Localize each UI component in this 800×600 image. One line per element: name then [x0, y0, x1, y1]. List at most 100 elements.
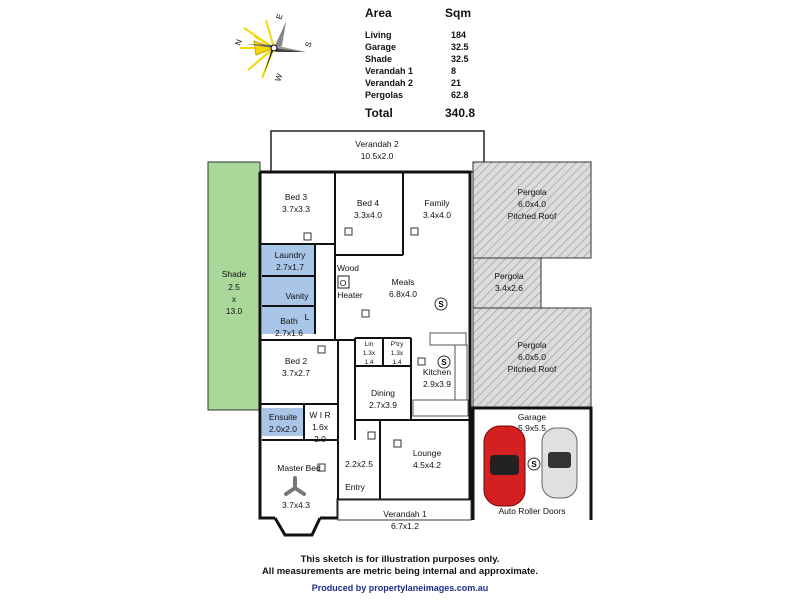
ceiling-fan-icon: [284, 476, 306, 496]
pergola3-roof: Pitched Roof: [508, 364, 557, 374]
wir-name: W I R: [309, 410, 330, 420]
pergola-2: [472, 257, 542, 309]
laundry-dims: 2.7x1.7: [276, 262, 304, 272]
lin-name: Lin: [365, 341, 374, 348]
laundry-name: Laundry: [275, 250, 306, 260]
compass: E N S W: [233, 13, 313, 83]
shade-name: Shade: [222, 269, 247, 279]
vanity-name: Vanity: [286, 291, 310, 301]
garage-doors: Auto Roller Doors: [498, 506, 565, 516]
family-name: Family: [424, 198, 450, 208]
family-dims: 3.4x4.0: [423, 210, 451, 220]
bath-dims: 2.7x1.6: [275, 328, 303, 338]
verandah-2: [270, 130, 485, 173]
disclaimer-line-2: All measurements are metric being intern…: [261, 566, 539, 577]
credit-line: Produced by propertylaneimages.com.au: [311, 583, 489, 593]
garage-dims: 5.9x5.5: [518, 423, 546, 433]
verandah1-dims: 6.7x1.2: [391, 521, 419, 531]
wet-area-laundry-bath: [262, 244, 315, 334]
smoke-alarm-garage: S: [531, 460, 537, 469]
meals-dims: 6.8x4.0: [389, 289, 417, 299]
verandah2-name: Verandah 2: [355, 139, 399, 149]
compass-w: W: [273, 72, 284, 83]
pantry-dims2: 1.4: [392, 359, 401, 366]
pergola3-dims: 6.0x5.0: [518, 352, 546, 362]
ensuite-name: Ensuite: [269, 412, 298, 422]
red-car-windscreen: [490, 455, 519, 475]
pergola3-name: Pergola: [517, 340, 547, 350]
verandah-1: [337, 499, 472, 521]
pergola1-roof: Pitched Roof: [508, 211, 557, 221]
wir-d2: 2.0: [314, 434, 326, 444]
pantry-name: P'try: [391, 341, 405, 348]
hall-dims: 2.2x2.5: [345, 459, 373, 469]
disclaimer-line-1: This sketch is for illustration purposes…: [300, 554, 500, 565]
compass-n: N: [233, 38, 244, 47]
kitchen-name: Kitchen: [423, 367, 452, 377]
bath-name: Bath: [280, 316, 298, 326]
heater-o: O: [340, 278, 347, 288]
ensuite-dims: 2.0x2.0: [269, 424, 297, 434]
shade-d2: 13.0: [226, 306, 243, 316]
light-fittings: [303, 227, 426, 472]
white-car-windscreen: [548, 452, 571, 468]
bed2-dims: 3.7x2.7: [282, 368, 310, 378]
pergola2-name: Pergola: [494, 271, 524, 281]
bay-window: [273, 517, 322, 537]
kitchen-counter: [429, 332, 467, 346]
bed3-dims: 3.7x3.3: [282, 204, 310, 214]
pergola1-name: Pergola: [517, 187, 547, 197]
area-header: Area: [365, 6, 392, 20]
garage-name: Garage: [518, 412, 547, 422]
smoke-alarms: [434, 297, 541, 471]
lin-dims2: 1.4: [364, 359, 373, 366]
linen-l: L: [305, 312, 310, 322]
kitchen-bench: [412, 399, 469, 417]
shade-area: [207, 161, 261, 411]
verandah2-dims: 10.5x2.0: [361, 151, 394, 161]
bed2-name: Bed 2: [285, 356, 307, 366]
kitchen-dims: 2.9x3.9: [423, 379, 451, 389]
wood-label: Wood: [337, 263, 359, 273]
wet-area-ensuite: [262, 408, 304, 436]
shade-x: x: [232, 294, 237, 304]
wood-heater-icon: [337, 275, 350, 289]
pergola1-dims: 6.0x4.0: [518, 199, 546, 209]
bed3-name: Bed 3: [285, 192, 307, 202]
dining-dims: 2.7x3.9: [369, 400, 397, 410]
smoke-alarm-kitchen: S: [441, 358, 447, 367]
smoke-alarm-meals: S: [438, 300, 444, 309]
verandah1-name: Verandah 1: [383, 509, 427, 519]
compass-rose-icon: [240, 19, 306, 79]
pergola-1: [472, 161, 592, 259]
lounge-dims: 4.5x4.2: [413, 460, 441, 470]
pergola-3: [472, 307, 592, 409]
shade-d1: 2.5: [228, 282, 240, 292]
compass-e: E: [274, 13, 284, 21]
wir-d1: 1.6x: [312, 422, 329, 432]
compass-s: S: [303, 41, 313, 49]
master-dims: 3.7x4.3: [282, 500, 310, 510]
pergola2-dims: 3.4x2.6: [495, 283, 523, 293]
bed4-name: Bed 4: [357, 198, 379, 208]
dining-name: Dining: [371, 388, 395, 398]
sqm-header: Sqm: [445, 6, 472, 20]
interior-walls: [260, 172, 470, 500]
lounge-name: Lounge: [413, 448, 442, 458]
meals-name: Meals: [392, 277, 415, 287]
pantry-dims: 1.3x: [391, 350, 404, 357]
garage-walls: [471, 406, 593, 520]
entry-name: Entry: [345, 482, 366, 492]
heater-label: Heater: [337, 290, 363, 300]
master-name: Master Bed: [277, 463, 321, 473]
lin-dims: 1.3x: [363, 350, 376, 357]
bed4-dims: 3.3x4.0: [354, 210, 382, 220]
